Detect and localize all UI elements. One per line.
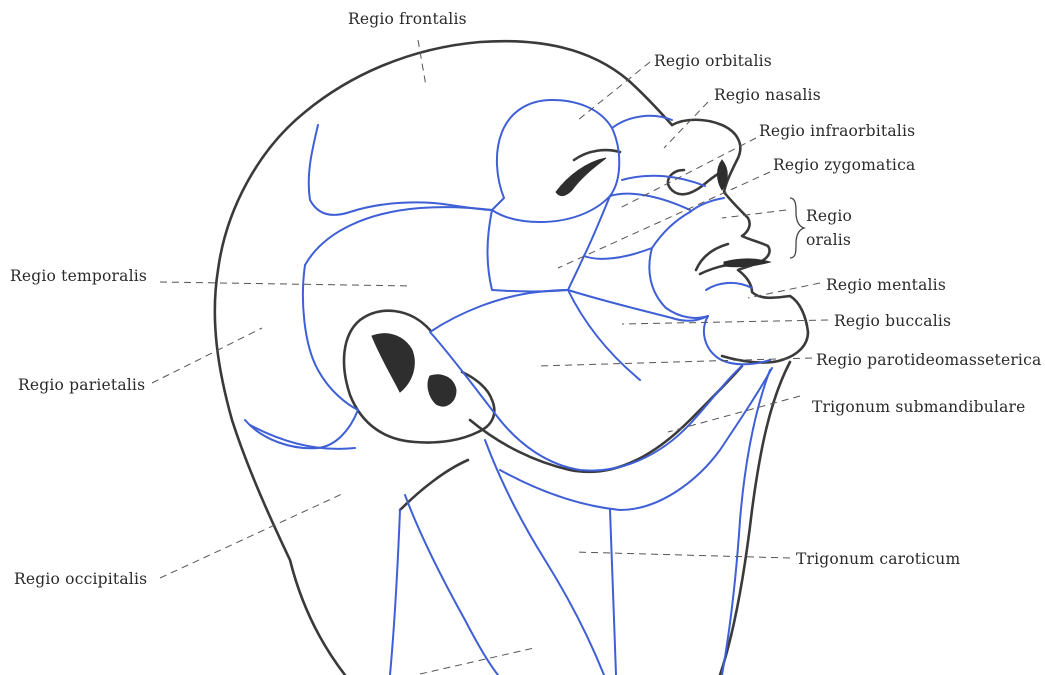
frontal-lower-boundary — [309, 125, 492, 215]
label-regio-oralis-line2: oralis — [806, 231, 851, 249]
leader-occipitalis — [160, 494, 342, 578]
label-regio-infraorbitalis: Regio infraorbitalis — [759, 122, 915, 140]
submandibular-triangle — [500, 366, 772, 510]
ear-canal-shade — [428, 375, 456, 406]
carotid-triangle — [485, 440, 616, 675]
label-regio-orbitalis: Regio orbitalis — [654, 52, 772, 70]
leader-zygomatica — [558, 172, 770, 268]
labels: Regio frontalis Regio orbitalis Regio na… — [10, 10, 1041, 588]
neck-back-outline — [400, 460, 468, 510]
neck-front-outline — [720, 362, 790, 675]
leader-infraorbitalis — [620, 138, 756, 208]
label-regio-oralis-line1: Regio — [806, 207, 852, 225]
oralis-bracket — [790, 198, 804, 258]
leader-temporalis — [160, 282, 412, 286]
mouth-shade — [724, 259, 770, 267]
label-regio-temporalis: Regio temporalis — [10, 267, 147, 285]
label-regio-parotideomasseterica: Regio parotideomasseterica — [816, 351, 1041, 369]
sternocleidomastoid-region — [390, 495, 498, 675]
label-regio-zygomatica: Regio zygomatica — [773, 156, 915, 174]
jaw-outline — [470, 366, 742, 472]
oral-region — [649, 198, 724, 318]
label-regio-mentalis: Regio mentalis — [826, 276, 946, 294]
leader-buccalis — [622, 320, 828, 324]
leader-oralis — [722, 210, 786, 218]
eye-brow — [574, 150, 620, 160]
label-trigonum-submandibulare: Trigonum submandibulare — [812, 398, 1026, 416]
parietal-region — [245, 265, 358, 448]
region-boundaries — [245, 100, 772, 675]
leader-caroticum — [574, 552, 790, 558]
label-regio-occipitalis: Regio occipitalis — [14, 570, 147, 588]
ear-inner-shade — [372, 334, 414, 392]
label-regio-frontalis: Regio frontalis — [348, 10, 467, 28]
nasal-region — [610, 116, 705, 210]
label-regio-parietalis: Regio parietalis — [18, 376, 145, 394]
leader-parietalis — [152, 328, 262, 383]
leader-bottom-unlabeled — [420, 648, 534, 674]
label-regio-buccalis: Regio buccalis — [834, 312, 951, 330]
eye-lashes — [556, 158, 606, 196]
buccal-region — [568, 290, 708, 380]
label-regio-nasalis: Regio nasalis — [714, 86, 821, 104]
label-trigonum-caroticum: Trigonum caroticum — [796, 550, 960, 568]
leader-frontalis — [418, 40, 426, 86]
